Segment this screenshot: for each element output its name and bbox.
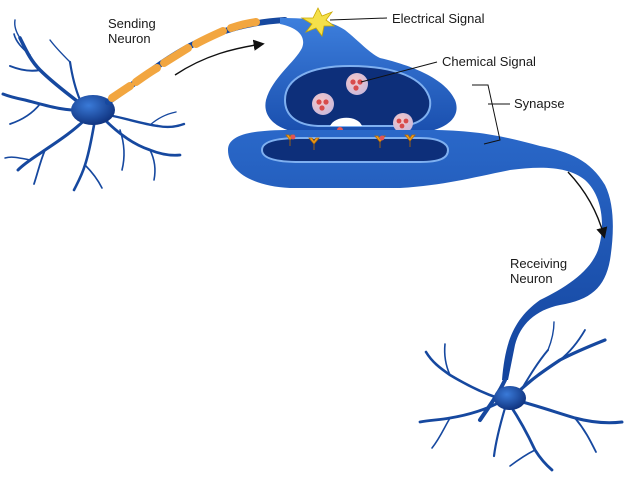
myelin-sheath (108, 18, 260, 102)
vesicle (346, 73, 368, 95)
sending-neuron (1, 17, 288, 192)
receiving-soma (494, 386, 526, 410)
sending-dendrites (1, 19, 186, 192)
synaptic-vesicles (312, 73, 413, 145)
label-chemical-signal: Chemical Signal (442, 54, 536, 69)
signal-arrow-right (567, 171, 608, 239)
postsynaptic-membrane (228, 130, 613, 380)
vesicle (393, 113, 413, 133)
vesicle (312, 93, 334, 115)
label-receiving-neuron: Receiving Neuron (510, 256, 568, 286)
label-electrical-signal: Electrical Signal (392, 11, 485, 26)
receiving-dendrites (418, 321, 624, 472)
sending-soma (71, 95, 115, 125)
receiving-neuron (228, 130, 624, 472)
label-synapse: Synapse (514, 96, 565, 111)
label-sending-neuron: Sending Neuron (108, 16, 156, 46)
electrical-signal-spark (300, 7, 336, 37)
signal-arrow-top (174, 39, 265, 76)
leader-lines (174, 17, 608, 239)
